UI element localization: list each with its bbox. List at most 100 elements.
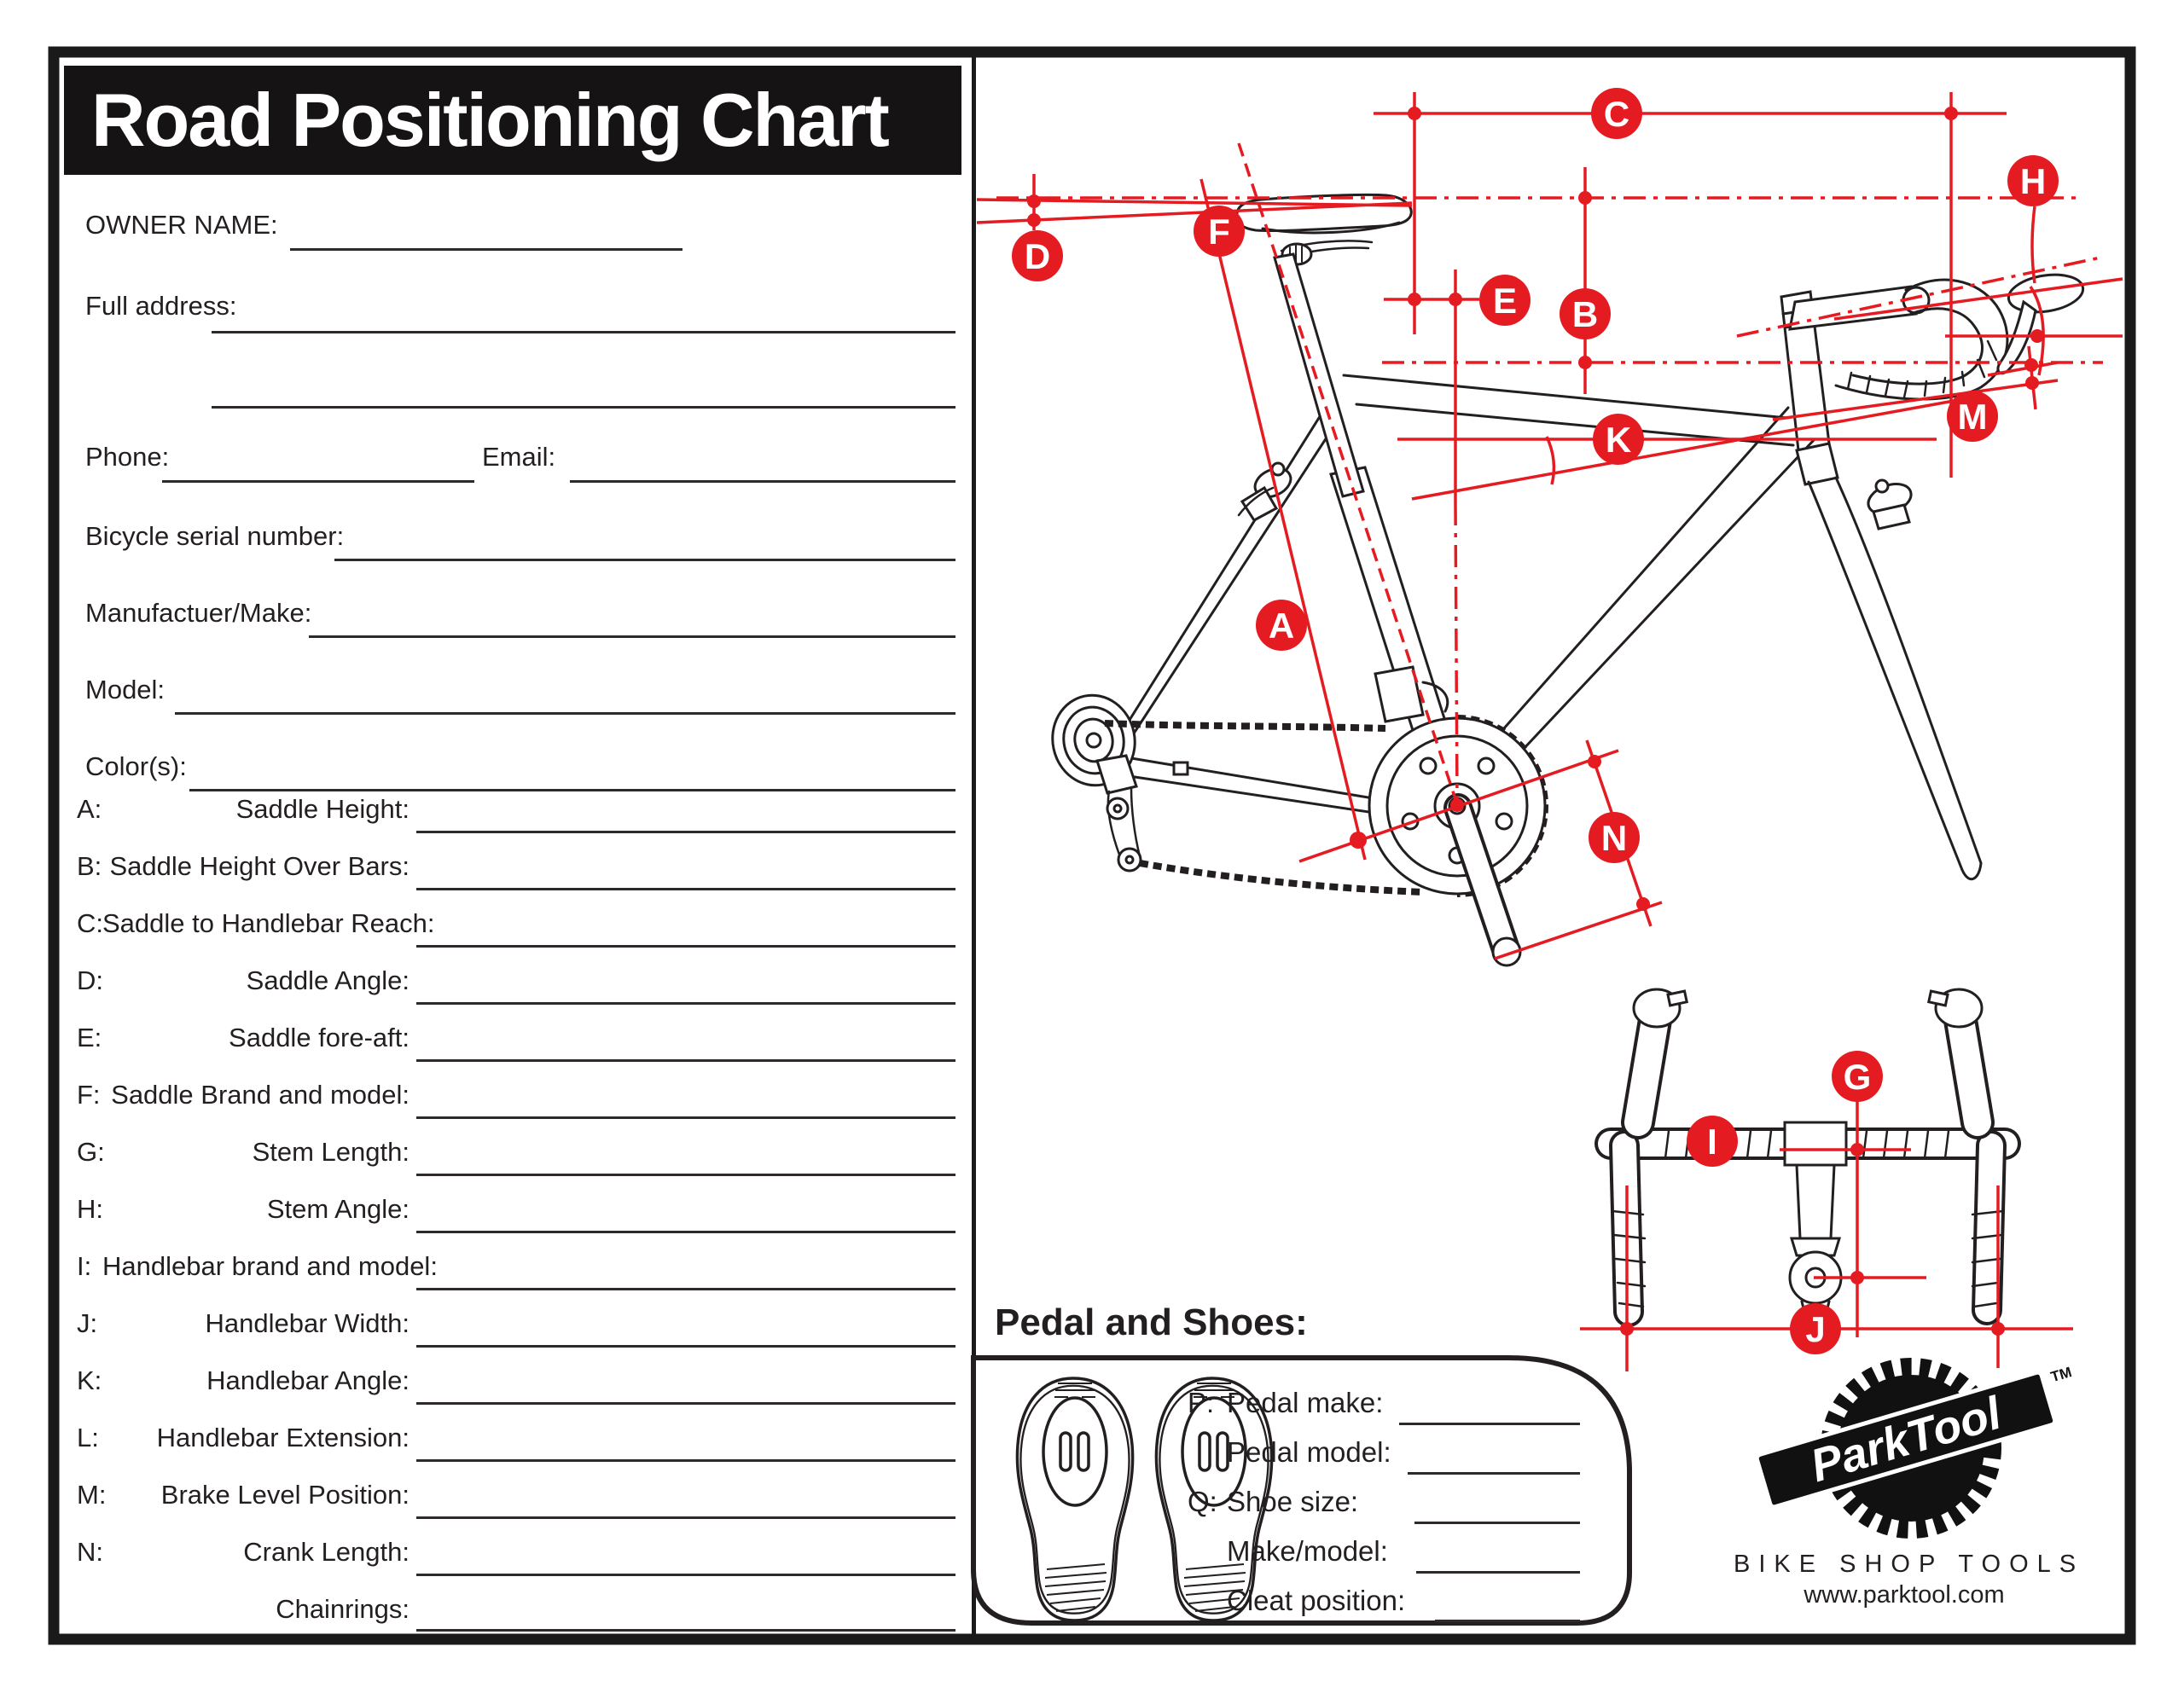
- make-field-line[interactable]: [309, 635, 956, 638]
- measurement-field-line-d[interactable]: [416, 1002, 956, 1005]
- front-derailleur: [1374, 665, 1425, 723]
- cleat-slot-2: [1077, 1431, 1090, 1472]
- measurement-field-line-f[interactable]: [416, 1116, 956, 1119]
- diagram-marker-e: E: [1479, 275, 1531, 326]
- right-drop: [1975, 1133, 2003, 1322]
- address-field-line-1[interactable]: [212, 331, 956, 333]
- owner-name-field-line[interactable]: [290, 248, 682, 251]
- chainring-inner: [1385, 734, 1529, 878]
- email-field-line[interactable]: [570, 480, 956, 483]
- diagram-marker-m: M: [1947, 391, 1998, 442]
- shoe-soles: [1015, 1377, 1274, 1622]
- measurement-label: Handlebar Width:: [205, 1308, 410, 1338]
- cassette-lockring: [1085, 732, 1102, 749]
- svg-text:K: K: [1606, 420, 1631, 460]
- measurement-field-line-b[interactable]: [416, 888, 956, 890]
- cleat-position-field-line[interactable]: [1435, 1620, 1580, 1622]
- jockey-wheel-upper: [1106, 797, 1130, 820]
- jockey-wheel-lower: [1117, 847, 1142, 872]
- diagram-marker-b: B: [1560, 288, 1611, 339]
- measurement-field-line-i[interactable]: [416, 1288, 956, 1290]
- chainring-bolt: [1477, 757, 1496, 775]
- front-brake-pad: [1872, 503, 1911, 530]
- pedal-row-prefix: Q:: [1188, 1486, 1217, 1517]
- owner-name-label: OWNER NAME:: [85, 210, 278, 240]
- measurement-letter: K:: [77, 1365, 102, 1395]
- serial-label: Bicycle serial number:: [85, 521, 345, 551]
- left-lever: [1624, 1006, 1669, 1136]
- measurement-field-line-n[interactable]: [416, 1574, 956, 1576]
- rear-brake-arm: [1237, 486, 1275, 517]
- shoe-make-field-line[interactable]: [1416, 1571, 1580, 1574]
- measurement-field-line-a[interactable]: [416, 831, 956, 833]
- bar-tape-hatch: [1846, 339, 1998, 399]
- svg-text:M: M: [1958, 397, 1988, 437]
- chain-upper: [1104, 720, 1386, 732]
- measurement-field-line-j[interactable]: [416, 1345, 956, 1348]
- chainring-bolt: [1419, 757, 1438, 775]
- k-slanted-line: [1411, 399, 1955, 501]
- model-label: Model:: [85, 675, 166, 704]
- bar-tape-right: [1862, 1129, 1950, 1160]
- diagram-marker-i: I: [1687, 1116, 1738, 1167]
- measurement-field-line-e[interactable]: [416, 1059, 956, 1062]
- m-upper-line: [1987, 361, 2059, 377]
- measurement-label: Saddle Brand and model:: [111, 1080, 410, 1110]
- rear-derailleur-cage: [1107, 786, 1141, 858]
- diagram-marker-j: J: [1790, 1303, 1841, 1354]
- fork-blade-2: [1834, 476, 1983, 865]
- pedal-make-field-line[interactable]: [1399, 1423, 1580, 1425]
- measurement-field-line-l[interactable]: [416, 1459, 956, 1462]
- measurement-letter: D:: [77, 965, 103, 995]
- measurement-field-line-c[interactable]: [416, 945, 956, 948]
- toe-hatch: [1054, 1383, 1095, 1398]
- saddle-shell-line: [1261, 221, 1401, 235]
- sole-inner-line: [1019, 1384, 1130, 1615]
- cleat-slot: [1059, 1431, 1072, 1472]
- logo-plate: [1754, 1370, 2058, 1510]
- measurement-field-line-chainrings[interactable]: [416, 1629, 956, 1632]
- d-angle-lines: [976, 198, 1413, 224]
- model-field-line[interactable]: [175, 712, 956, 715]
- colors-field-line[interactable]: [189, 789, 956, 791]
- serial-field-line[interactable]: [334, 559, 956, 561]
- phone-field-line[interactable]: [162, 480, 474, 483]
- pedal-model-field-line[interactable]: [1408, 1472, 1580, 1475]
- measurement-label: Stem Length:: [252, 1137, 410, 1167]
- left-hood-tip: [1666, 989, 1689, 1007]
- right-lever: [1947, 1006, 1991, 1136]
- h-leader: [2030, 206, 2036, 284]
- parktool-logo: ParkTool TM: [1754, 1358, 2074, 1539]
- cleat-zone: [1042, 1396, 1108, 1507]
- measurement-lines: [976, 92, 2123, 1371]
- address-field-line-2[interactable]: [212, 406, 956, 409]
- shoe-size-field-line[interactable]: [1414, 1522, 1580, 1524]
- gear-teeth: [1821, 1358, 2001, 1539]
- svg-text:F: F: [1208, 212, 1230, 252]
- measurement-label: Handlebar brand and model:: [102, 1251, 438, 1281]
- measurement-field-line-m[interactable]: [416, 1516, 956, 1519]
- cable-stop: [1172, 761, 1189, 776]
- sole-outline: [1015, 1377, 1135, 1622]
- pedal-row-label: Pedal make:: [1227, 1387, 1384, 1418]
- top-tube: [1342, 374, 1789, 420]
- rear-derailleur-body: [1095, 754, 1138, 795]
- n-pedal-line: [1494, 901, 1663, 960]
- measurement-field-line-g[interactable]: [416, 1174, 956, 1176]
- measurement-letter: B:: [77, 851, 102, 881]
- crank-arm: [1447, 797, 1518, 963]
- measurement-dots: [1027, 107, 2044, 1336]
- svg-text:E: E: [1493, 281, 1517, 321]
- down-tube: [1455, 406, 1790, 783]
- pedal-row-label: Make/model:: [1227, 1535, 1388, 1567]
- m-lower-line: [1772, 379, 2059, 421]
- measurement-field-line-h[interactable]: [416, 1231, 956, 1233]
- handlebar-front-view: [1594, 988, 2021, 1327]
- diagram-marker-a: A: [1256, 600, 1307, 651]
- pedal-box: [971, 1355, 1632, 1626]
- seat-stay: [1111, 403, 1329, 749]
- right-drop-tape: [1971, 1209, 2005, 1308]
- rear-brake-pad: [1240, 485, 1279, 522]
- pedal-row: Q:Shoe size:: [1188, 1484, 1358, 1520]
- measurement-field-line-k[interactable]: [416, 1402, 956, 1405]
